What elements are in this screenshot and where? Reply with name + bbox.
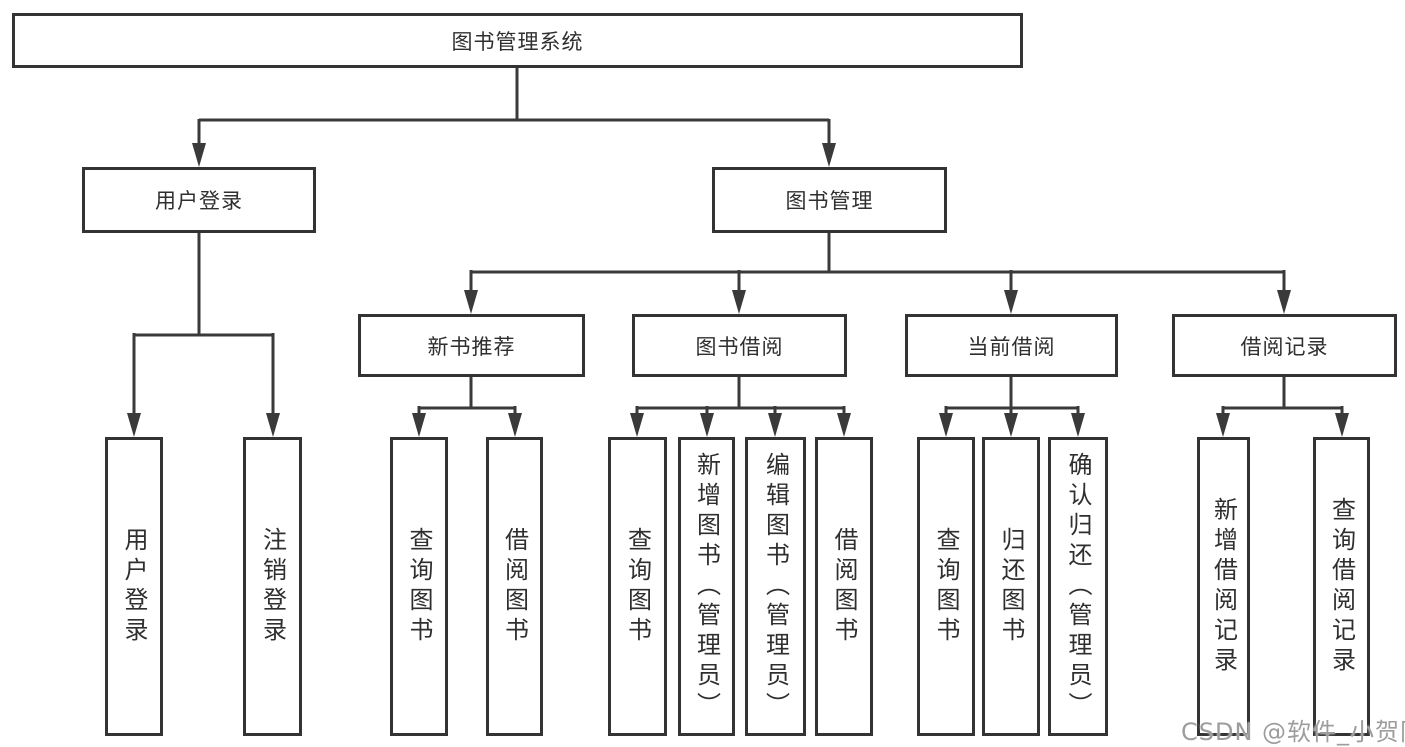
node-leaf-cb-query-books: 查询图书 bbox=[917, 437, 975, 736]
node-leaf-bb-borrow-books: 借阅图书 bbox=[815, 437, 873, 736]
node-leaf-rec-query-books: 查询图书 bbox=[390, 437, 448, 736]
node-borrow-records: 借阅记录 bbox=[1172, 314, 1397, 377]
node-library-management-system: 图书管理系统 bbox=[12, 13, 1023, 68]
node-leaf-bb-query-books: 查询图书 bbox=[608, 437, 667, 736]
node-leaf-br-query-record: 查询借阅记录 bbox=[1313, 437, 1370, 736]
node-leaf-cb-confirm-return-admin: 确认归还（管理员） bbox=[1048, 437, 1108, 736]
node-leaf-bb-edit-books-admin: 编辑图书（管理员） bbox=[745, 437, 806, 736]
node-book-borrowing: 图书借阅 bbox=[632, 314, 847, 377]
node-leaf-cb-return-books: 归还图书 bbox=[982, 437, 1040, 736]
node-book-management: 图书管理 bbox=[712, 167, 947, 233]
node-leaf-rec-borrow-books: 借阅图书 bbox=[486, 437, 543, 736]
node-current-borrowing: 当前借阅 bbox=[905, 314, 1118, 377]
node-new-book-recommend: 新书推荐 bbox=[358, 314, 585, 377]
node-leaf-user-login: 用户登录 bbox=[105, 437, 163, 736]
node-user-login: 用户登录 bbox=[82, 167, 316, 233]
node-leaf-br-add-record: 新增借阅记录 bbox=[1197, 437, 1250, 736]
node-leaf-logout: 注销登录 bbox=[243, 437, 302, 736]
csdn-watermark: CSDN @软件_小贺同学 bbox=[1181, 718, 1405, 746]
node-leaf-bb-add-books-admin: 新增图书（管理员） bbox=[678, 437, 735, 736]
